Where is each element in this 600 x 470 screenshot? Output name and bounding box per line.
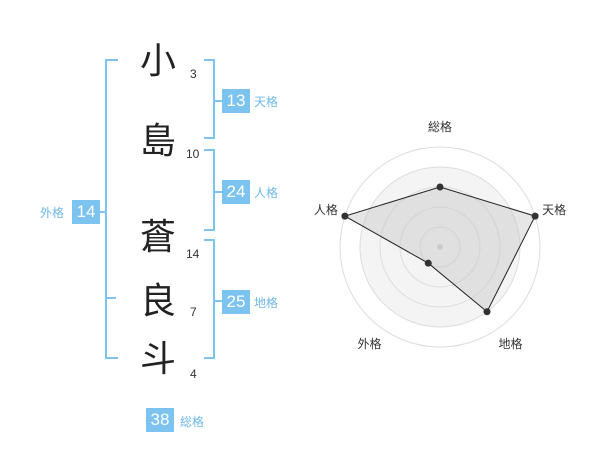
radar-axis-label: 天格 (542, 202, 567, 217)
jinkaku-label: 人格 (254, 186, 279, 200)
name-char-1: 小 (140, 41, 177, 82)
radar-point (483, 308, 491, 316)
gaikaku-value: 14 (72, 200, 100, 224)
radar-point (341, 212, 349, 220)
stroke-count-1: 3 (190, 67, 197, 81)
radar-point (531, 212, 539, 220)
name-char-3: 蒼 (140, 217, 177, 258)
radar-axis-label: 地格 (498, 337, 523, 352)
radar-point (436, 183, 444, 191)
chikaku-label: 地格 (254, 296, 279, 310)
radar-center-dot (437, 244, 443, 250)
stroke-count-2: 10 (186, 147, 200, 161)
stroke-count-3: 14 (186, 247, 200, 261)
gaikaku-label: 外格 (40, 206, 65, 220)
radar-axis-label: 人格 (313, 202, 338, 217)
stroke-count-4: 7 (190, 305, 197, 319)
radar-chart (339, 146, 541, 348)
jinkaku-value: 24 (222, 180, 250, 204)
radar-axis-label: 総格 (428, 120, 453, 134)
gaikaku-bracket (105, 59, 118, 359)
chikaku-value: 25 (222, 290, 250, 314)
radar-axis-label: 外格 (357, 337, 382, 352)
soukaku-value: 38 (146, 408, 174, 432)
name-char-4: 良 (140, 281, 177, 322)
tenkaku-bracket (204, 59, 215, 139)
soukaku-label: 総格 (180, 415, 205, 429)
tenkaku-value: 13 (222, 89, 250, 113)
name-char-5: 斗 (140, 339, 177, 380)
name-char-2: 島 (140, 121, 177, 162)
radar-point (424, 259, 432, 267)
stroke-count-5: 4 (190, 367, 197, 381)
jinkaku-bracket (204, 149, 215, 231)
tenkaku-label: 天格 (254, 95, 279, 109)
chikaku-bracket (204, 239, 215, 359)
